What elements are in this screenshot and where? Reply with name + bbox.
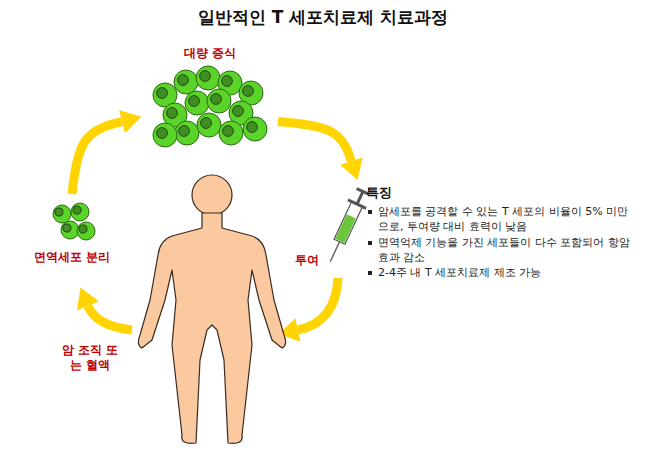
cycle-arrow [278,122,351,161]
cell-cluster: 대량 증식 [146,46,274,151]
source-label: 암 조직 또는 혈액 [58,343,122,373]
bullet-mark [368,271,372,275]
cell [61,221,79,239]
feature-text: 2-4주 내 T 세포치료제 제조 가능 [378,266,541,281]
cell-drawing [147,65,273,151]
cell [197,113,221,137]
label-wrap: 암 조직 또는 혈액 [58,343,122,373]
cell [185,91,209,115]
cycle-arrow [72,122,122,194]
cell [174,70,198,94]
bullet-mark [368,210,372,214]
cell-cluster: 면역세포 분리 [25,198,119,265]
bullet-mark [368,241,372,245]
cell [71,203,89,221]
step-label: 대량 증식 [146,46,274,61]
feature-list: 특징암세포를 공격할 수 있는 T 세포의 비율이 5% 미만으로, 투여량 대… [366,184,638,282]
bullet-item: 면역억제 기능을 가진 세포들이 다수 포함되어 항암효과 감소 [366,236,638,266]
syringe: 투여 [295,185,370,270]
bullet-item: 2-4주 내 T 세포치료제 제조 가능 [366,266,638,281]
head [192,175,232,215]
cycle-arrow [298,278,338,330]
cycle-arrow [88,306,132,330]
feature-text: 면역억제 기능을 가진 세포들이 다수 포함되어 항암효과 감소 [378,236,638,266]
feature-text: 암세포를 공격할 수 있는 T 세포의 비율이 5% 미만으로, 투여량 대비 … [378,205,638,235]
title: 일반적인 T 세포치료제 치료과정 [0,0,646,29]
cell [77,222,95,240]
cell [207,89,231,113]
step-label: 투여 [295,253,370,268]
body [138,213,285,443]
cell [219,121,243,145]
cell-drawing [40,198,104,246]
cell [53,205,71,223]
cell [175,121,199,145]
syringe-drawing [321,186,370,266]
cell [153,123,177,147]
cell [243,117,267,141]
cell [196,66,220,90]
bullet-item: 암세포를 공격할 수 있는 T 세포의 비율이 5% 미만으로, 투여량 대비 … [366,205,638,235]
feature-heading: 특징 [366,184,638,202]
step-label: 면역세포 분리 [25,250,119,265]
